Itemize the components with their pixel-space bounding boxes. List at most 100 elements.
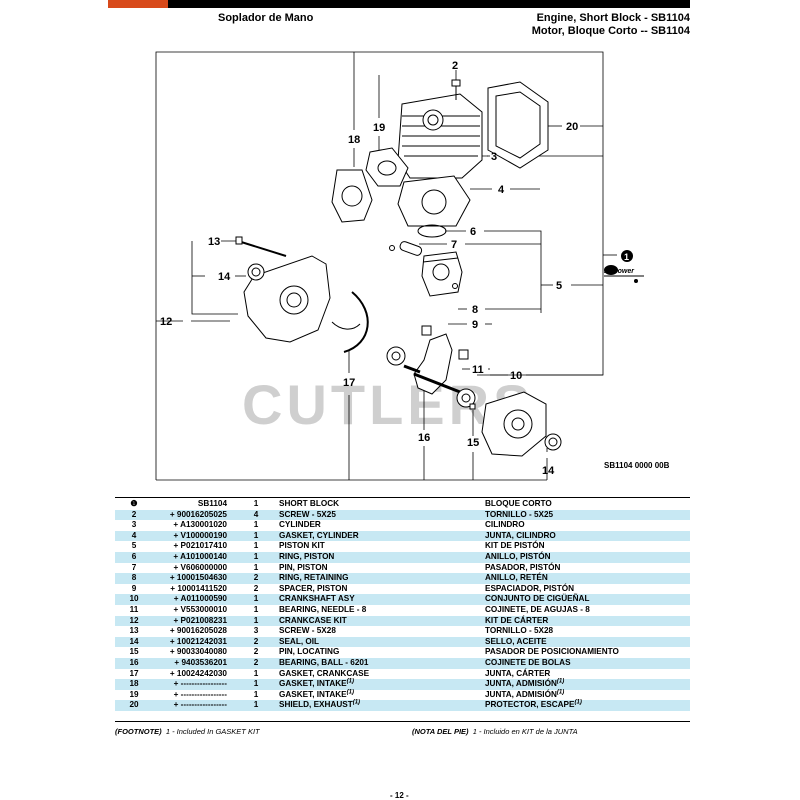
part-desc-es: PASADOR, PISTÓN <box>485 562 561 572</box>
part-qty: 4 <box>235 509 277 521</box>
part-desc-en: GASKET, CRANKCASE <box>279 668 370 678</box>
crankcase-right-drawing <box>481 391 547 457</box>
part-number: + 10021242031 <box>153 636 235 648</box>
footnote-marker: (1) <box>346 688 354 695</box>
part-qty: 1 <box>235 615 277 627</box>
part-desc-en: SHORT BLOCK <box>279 499 340 508</box>
oil-seal-left-drawing <box>247 263 265 281</box>
part-number: + A011000590 <box>153 594 235 605</box>
header-bar <box>108 0 690 8</box>
callout-12: 12 <box>160 316 172 328</box>
footnote-marker: (1) <box>346 678 354 685</box>
footnote-es: (NOTA DEL PIE) 1 - Incluido en KIT de la… <box>412 727 578 736</box>
part-drawings <box>235 79 562 457</box>
piston-pin-drawing <box>399 241 423 256</box>
part-ref: 18 <box>115 679 153 690</box>
part-ref: 17 <box>129 668 139 678</box>
part-desc-es: COJINETE DE BOLAS <box>483 657 690 669</box>
part-desc-es: JUNTA, CILINDRO <box>483 530 690 542</box>
part-desc-en: SCREW - 5X28 <box>279 626 336 636</box>
part-desc-es: SELLO, ACEITE <box>483 636 690 648</box>
part-desc-es: ANILLO, RETÉN <box>483 573 690 584</box>
part-ref: 16 <box>115 657 153 669</box>
section-title: Engine, Short Block - SB1104 Motor, Bloq… <box>532 12 690 38</box>
part-qty: 2 <box>235 573 277 584</box>
part-qty: 1 <box>253 668 259 678</box>
exhaust-shield-drawing <box>487 81 549 169</box>
part-ref: 13 <box>129 626 139 636</box>
part-desc-es: ESPACIADOR, PISTÓN <box>485 583 575 593</box>
part-ref: 10 <box>115 594 153 605</box>
part-desc-es: ANILLO, PISTÓN <box>483 551 690 563</box>
part-desc-en: SEAL, OIL <box>277 636 483 648</box>
callout-1: 1 <box>624 252 629 262</box>
callout-11: 11 <box>472 364 484 376</box>
repower-logo: RePower <box>604 265 644 277</box>
part-desc-es: TORNILLO - 5X28 <box>485 626 554 636</box>
part-qty: 3 <box>253 626 259 636</box>
part-number: + P021008231 <box>153 615 235 627</box>
part-qty: 1 <box>253 541 259 551</box>
part-number: + ----------------- <box>173 689 227 699</box>
part-number: + 90016205025 <box>153 509 235 521</box>
callout-13: 13 <box>208 236 220 248</box>
footnote-marker: (1) <box>352 699 361 706</box>
callout-2: 2 <box>452 60 458 72</box>
part-ref: 11 <box>129 604 139 614</box>
part-qty: 2 <box>253 583 259 593</box>
part-desc-es: JUNTA, ADMISIÓN(1) <box>483 678 690 690</box>
ball-bearing-left-drawing <box>386 346 406 366</box>
cylinder-gasket-drawing <box>397 175 471 227</box>
callout-6: 6 <box>470 226 476 238</box>
part-ref: 20 <box>115 700 153 711</box>
part-qty: 1 <box>235 530 277 542</box>
part-desc-en: CRANKCASE KIT <box>277 615 483 627</box>
part-qty: 1 <box>253 604 259 614</box>
part-number: + V553000010 <box>173 604 228 614</box>
short-block-badge: 1 <box>621 250 633 262</box>
part-desc-en: RING, RETAINING <box>277 573 483 584</box>
callout-19: 19 <box>373 122 385 134</box>
part-ref: 19 <box>129 689 139 699</box>
callout-10: 10 <box>510 370 522 382</box>
section-title-en: Engine, Short Block - SB1104 <box>536 12 690 24</box>
part-ref: 3 <box>131 520 137 530</box>
part-desc-en: PIN, PISTON <box>279 562 328 572</box>
intake-gasket-18-drawing <box>331 169 373 223</box>
part-desc-en: BEARING, BALL - 6201 <box>277 657 483 669</box>
part-desc-es: CONJUNTO DE CIGÜEÑAL <box>483 594 690 605</box>
callout-20: 20 <box>566 121 578 133</box>
part-desc-en: SHIELD, EXHAUST(1) <box>277 700 483 711</box>
part-desc-es: BLOQUE CORTO <box>485 499 552 508</box>
part-ref: 14 <box>115 636 153 648</box>
part-desc-en: RING, PISTON <box>277 551 483 563</box>
part-qty: 2 <box>253 647 259 657</box>
part-desc-en: SCREW - 5X25 <box>277 509 483 521</box>
exploded-parts-diagram: CUTLERS <box>155 51 644 481</box>
oil-seal-right-drawing <box>544 433 562 451</box>
page-number: - 12 - <box>390 791 409 800</box>
footnote-marker: (1) <box>556 688 565 695</box>
part-qty: 1 <box>235 679 277 690</box>
footnote-en: (FOOTNOTE) 1 - Included In GASKET KIT <box>115 727 260 736</box>
part-qty: 1 <box>253 562 259 572</box>
callout-14-left: 14 <box>218 271 231 283</box>
part-qty: 1 <box>253 499 259 508</box>
part-ref: 4 <box>115 530 153 542</box>
part-ref: ❶ <box>130 499 138 508</box>
callout-7: 7 <box>451 239 457 251</box>
part-desc-en: CRANKSHAFT ASY <box>277 594 483 605</box>
